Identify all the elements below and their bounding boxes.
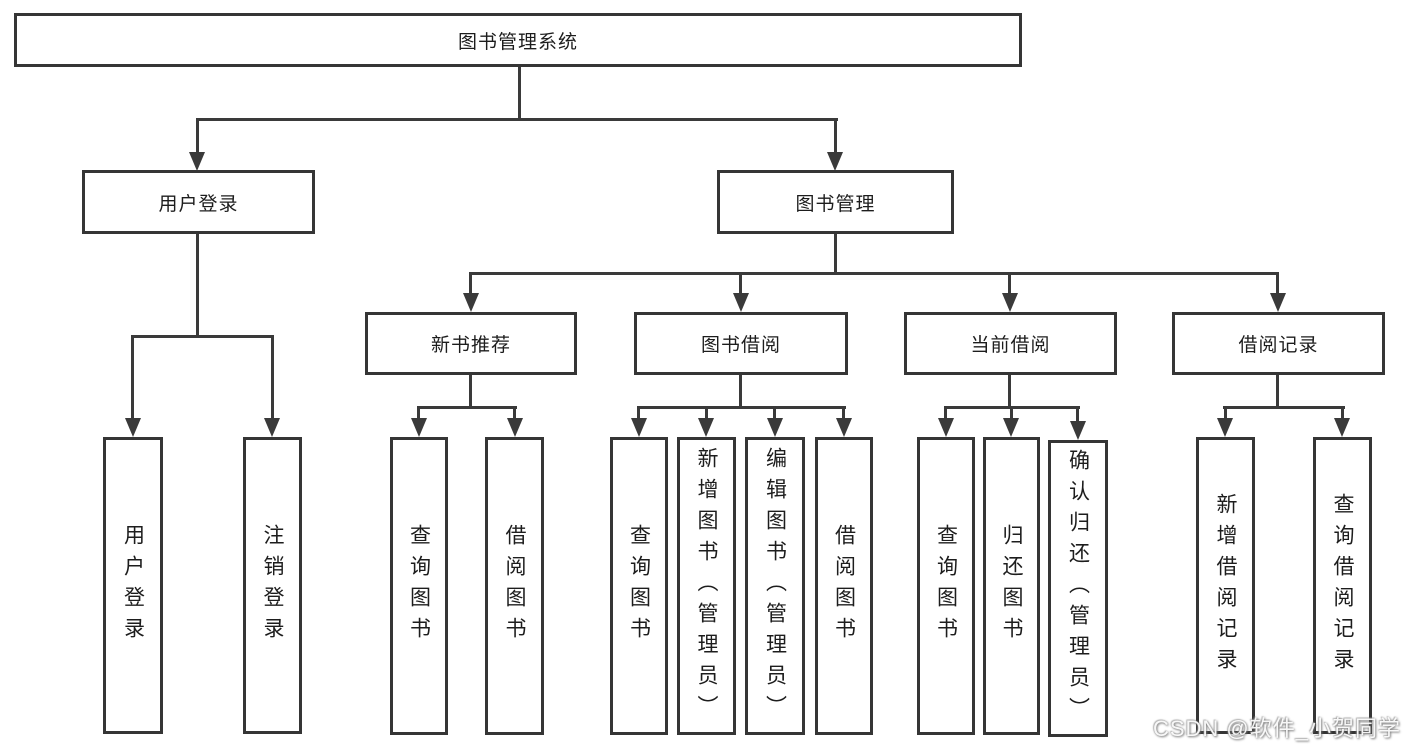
connector-line	[637, 406, 640, 420]
connector-line	[196, 118, 199, 154]
connector-line	[1008, 375, 1011, 409]
arrow-down-icon	[767, 418, 783, 437]
leaf-recommend-query-books: 查询图书	[390, 437, 448, 735]
node-root-system: 图书管理系统	[14, 13, 1022, 67]
connector-line	[1010, 406, 1013, 420]
node-label: 图书管理系统	[457, 31, 578, 53]
leaf-records-query-record: 查询借阅记录	[1313, 437, 1372, 734]
leaf-user-login: 用户登录	[103, 437, 163, 734]
connector-line	[469, 272, 1279, 275]
connector-line	[1008, 272, 1011, 295]
arrow-down-icon	[1334, 418, 1350, 437]
leaf-records-add-record: 新增借阅记录	[1196, 437, 1255, 734]
arrow-down-icon	[1070, 421, 1086, 440]
connector-line	[1276, 272, 1279, 295]
arrow-down-icon	[733, 293, 749, 312]
node-label: 借阅图书	[503, 524, 526, 648]
node-label: 注销登录	[261, 523, 284, 648]
node-label: 查询图书	[934, 524, 958, 648]
arrow-down-icon	[1002, 293, 1018, 312]
arrow-down-icon	[836, 418, 852, 437]
node-book-management: 图书管理	[717, 170, 954, 234]
connector-line	[1224, 406, 1227, 420]
arrow-down-icon	[264, 418, 280, 437]
node-label: 查询图书	[627, 524, 651, 648]
node-label: 借阅记录	[1238, 335, 1319, 356]
arrow-down-icon	[125, 418, 141, 437]
node-label: 新增图书（管理员）	[695, 446, 718, 726]
node-label: 图书借阅	[700, 335, 781, 356]
node-label: 编辑图书（管理员）	[763, 446, 787, 726]
leaf-borrow-add-books-admin: 新增图书（管理员）	[677, 437, 736, 735]
connector-line	[196, 118, 838, 121]
connector-line	[1341, 406, 1344, 420]
node-label: 确认归还（管理员）	[1066, 449, 1090, 728]
arrow-down-icon	[938, 418, 954, 437]
arrow-down-icon	[698, 418, 714, 437]
node-label: 图书管理	[795, 193, 876, 215]
connector-line	[739, 272, 742, 295]
leaf-borrow-edit-books-admin: 编辑图书（管理员）	[745, 437, 805, 735]
node-book-borrow: 图书借阅	[634, 312, 848, 375]
leaf-logout: 注销登录	[243, 437, 302, 734]
connector-line	[773, 406, 776, 420]
node-label: 当前借阅	[970, 335, 1051, 356]
connector-line	[739, 375, 742, 409]
connector-line	[131, 335, 134, 420]
arrow-down-icon	[1270, 293, 1286, 312]
node-new-book-recommend: 新书推荐	[365, 312, 577, 375]
node-borrow-records: 借阅记录	[1172, 312, 1385, 375]
connector-line	[637, 406, 846, 409]
connector-line	[518, 67, 521, 121]
leaf-current-query-books: 查询图书	[917, 437, 975, 735]
arrow-down-icon	[189, 152, 205, 171]
connector-line	[1223, 406, 1345, 409]
connector-line	[834, 234, 837, 275]
node-current-borrow: 当前借阅	[904, 312, 1117, 375]
connector-line	[469, 375, 472, 409]
leaf-recommend-borrow-books: 借阅图书	[485, 437, 544, 735]
connector-line	[131, 335, 274, 338]
node-label: 新增借阅记录	[1214, 492, 1237, 679]
connector-line	[1076, 406, 1079, 422]
node-label: 查询借阅记录	[1331, 492, 1354, 679]
connector-line	[834, 118, 837, 154]
connector-line	[1276, 375, 1279, 409]
connector-line	[271, 335, 274, 420]
node-label: 用户登录	[158, 193, 239, 215]
node-label: 归还图书	[1000, 524, 1023, 648]
arrow-down-icon	[827, 152, 843, 171]
connector-line	[196, 234, 199, 337]
connector-line	[417, 406, 517, 409]
node-user-login: 用户登录	[82, 170, 315, 234]
node-label: 查询图书	[407, 524, 431, 648]
connector-line	[842, 406, 845, 420]
arrow-down-icon	[631, 418, 647, 437]
leaf-borrow-query-books: 查询图书	[610, 437, 668, 735]
leaf-current-return-books: 归还图书	[983, 437, 1040, 735]
leaf-current-confirm-return-admin: 确认归还（管理员）	[1048, 440, 1108, 737]
leaf-borrow-borrow-books: 借阅图书	[815, 437, 873, 735]
arrow-down-icon	[463, 293, 479, 312]
connector-line	[705, 406, 708, 420]
connector-line	[469, 272, 472, 295]
connector-line	[944, 406, 947, 420]
node-label: 借阅图书	[832, 524, 856, 648]
arrow-down-icon	[1003, 418, 1019, 437]
arrow-down-icon	[1217, 418, 1233, 437]
arrow-down-icon	[411, 418, 427, 437]
connector-line	[513, 406, 516, 420]
connector-line	[417, 406, 420, 420]
node-label: 新书推荐	[430, 335, 511, 356]
arrow-down-icon	[507, 418, 523, 437]
node-label: 用户登录	[121, 523, 145, 648]
